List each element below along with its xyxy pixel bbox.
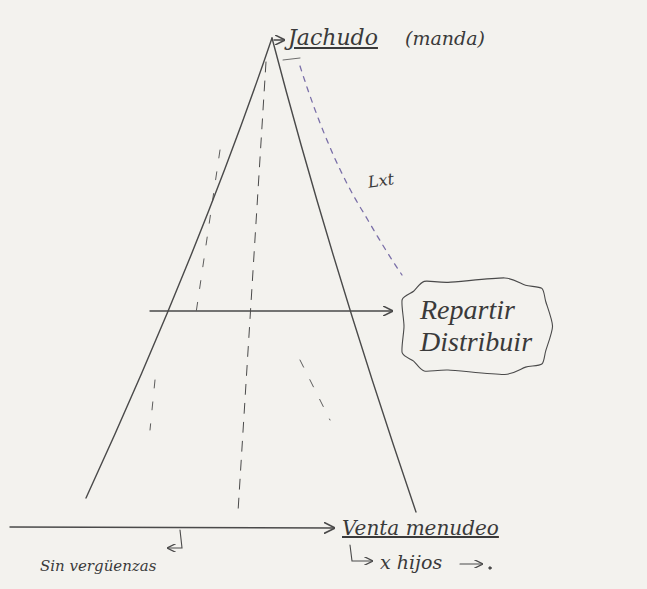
apex-arrow — [274, 39, 284, 40]
scribble-label: Lxt — [367, 170, 395, 191]
cloud-text: Repartir Distribuir — [420, 294, 532, 358]
tail-arrow — [460, 563, 482, 564]
base-down-arrow — [168, 530, 182, 548]
middle-arrow — [150, 310, 392, 311]
note-label: (manda) — [405, 28, 485, 49]
dot — [489, 567, 491, 569]
cloud-outline-path — [402, 278, 553, 375]
bottom-label: Venta menudeo — [342, 517, 499, 539]
pyramid-center-dash — [238, 62, 266, 512]
bottom-left-label: Sin vergüenzas — [40, 558, 156, 575]
pyramid-left-dash — [150, 150, 220, 430]
tick-mark — [283, 58, 300, 60]
sub-label: x hijos — [380, 552, 442, 573]
hook-arrow — [350, 545, 372, 561]
pyramid-right-side — [272, 38, 416, 512]
dashed-leader — [300, 66, 402, 275]
cloud-node: Repartir Distribuir — [400, 278, 552, 374]
top-label: Jachudo — [288, 26, 378, 50]
pyramid-right-dash — [300, 360, 330, 420]
base-arrow — [10, 527, 334, 528]
pyramid-left-side — [86, 38, 272, 498]
